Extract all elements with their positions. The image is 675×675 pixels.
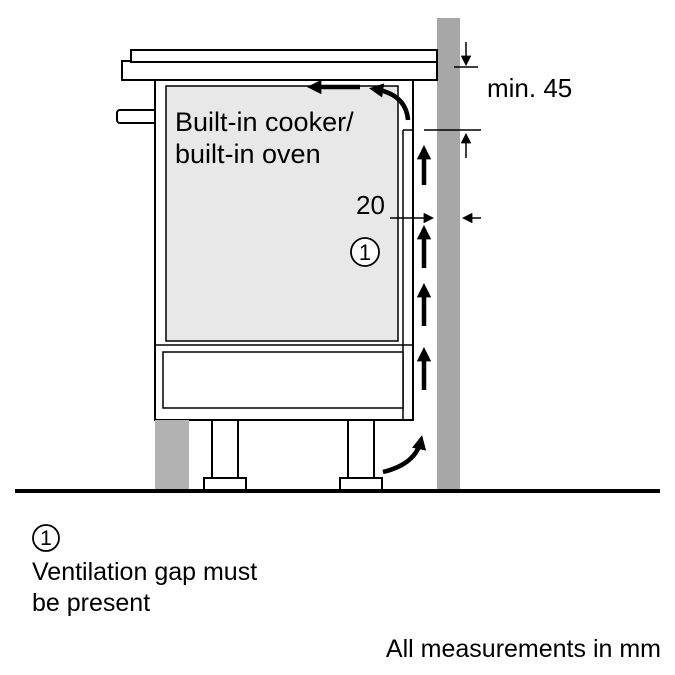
legend-text-line1: Ventilation gap must — [32, 558, 257, 586]
legend-circle — [32, 524, 60, 552]
callout-number: 1 — [359, 240, 371, 265]
leg-left — [211, 419, 239, 479]
worktop — [121, 60, 438, 81]
airflow-bottom-curve-arrow — [382, 435, 427, 475]
hob — [130, 49, 438, 63]
oven-label-line2: built-in oven — [175, 139, 321, 169]
callout-circle — [350, 237, 380, 267]
leg-right — [347, 419, 375, 479]
plinth — [155, 420, 189, 491]
drawer — [162, 351, 404, 409]
oven-label-line1: Built-in cooker/ — [175, 107, 354, 137]
dim-gap-label: 20 — [356, 190, 385, 220]
oven-body — [165, 85, 399, 342]
dim-min45-label: min. 45 — [487, 73, 572, 103]
legend-text-line2: be present — [32, 589, 150, 617]
wall — [437, 18, 460, 491]
measurement-note: All measurements in mm — [386, 635, 661, 663]
oven-handle — [116, 109, 158, 124]
legend-number: 1 — [40, 527, 52, 550]
airflow-top-curve-arrow — [369, 83, 411, 121]
